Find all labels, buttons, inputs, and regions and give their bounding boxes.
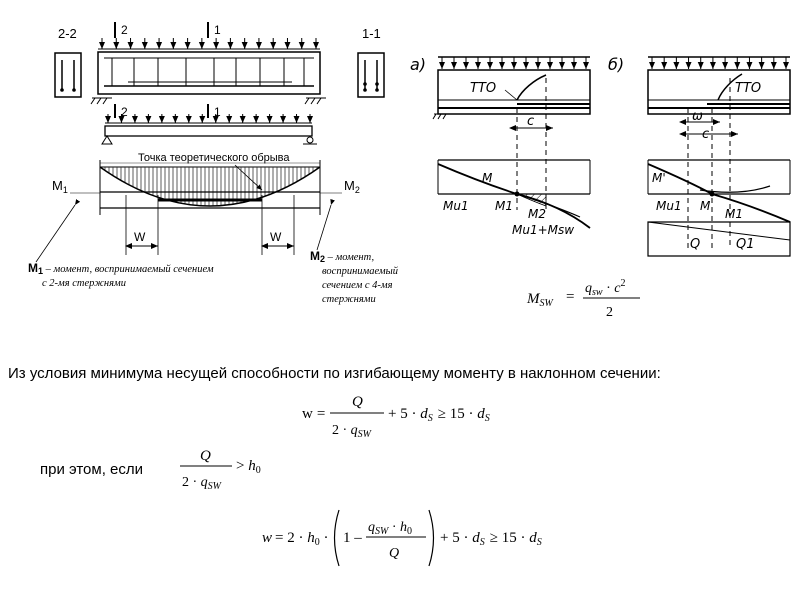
panel-b-m: M [700,199,711,213]
panel-b-m1: M1 [725,207,743,221]
if-text: при этом, если [40,461,143,478]
panel-b-q: Q [690,237,700,252]
svg-text:воспринимаемый: воспринимаемый [322,266,399,277]
svg-text:+ 5 · dS≥ 15 · dS: + 5 · dS≥ 15 · dS [440,530,542,548]
cross-section-1-1 [357,52,385,98]
formula-w1: w= Q 2 · qSW + 5 · dS≥ 15 · dS [302,394,490,440]
svg-text:1 –: 1 – [343,530,362,546]
svg-text:w= 2 · h0 ·: w= 2 · h0 · [262,530,328,548]
svg-text:+ 5 · dS≥ 15 · dS: + 5 · dS≥ 15 · dS [388,406,490,424]
left-beam-diagram: 2-2 1-1 2 1 2 1 [28,22,399,305]
svg-text:qSW · h0: qSW · h0 [368,520,412,537]
panel-a-tto: ТТО [470,81,496,96]
svg-text:M1 – момент, воспринимаемый се: M1 – момент, воспринимаемый сечением [28,261,214,276]
panel-a-tag: а) [410,55,426,74]
distributed-load-arrows [99,38,319,49]
section-2-2-label: 2-2 [58,26,77,41]
panel-a-sum: Mu1+Msw [512,223,574,237]
section-marks: 2 1 2 1 [114,22,221,119]
section-1-1-label: 1-1 [362,26,381,41]
panel-a-load-arrows [439,57,589,69]
svg-text:Q: Q [200,448,211,464]
moment-diagram: W W Точка теоретического обрыва M1 M2 [35,152,360,263]
svg-text:Q: Q [389,546,399,561]
svg-text:> h0: > h0 [236,458,261,476]
svg-text:2 · qSW: 2 · qSW [332,423,373,440]
inclined-section-diagram: а) ТТО c M Mu1 M1 [410,55,791,257]
panel-b-omega: ω [692,109,703,124]
panel-a-m: M [482,171,493,185]
panel-a-c: c [527,114,534,129]
svg-text:2 · qSW: 2 · qSW [182,475,223,492]
panel-b-mu1: Mu1 [656,199,682,213]
svg-text:=: = [566,289,574,305]
cross-section-2-2 [54,52,82,98]
panel-b: б) ТТО ω c M' Mu1 M [608,55,791,257]
m1-label: M1 [52,178,68,195]
formula-w2: w= 2 · h0 · 1 – qSW · h0 Q + 5 · dS≥ 15 … [262,509,542,567]
panel-a-m2: M2 [528,207,546,221]
w-right-label: W [270,230,282,244]
panel-a-mu1: Mu1 [443,199,469,213]
section-mark-2-top: 2 [121,23,128,37]
panel-b-c: c [702,127,709,142]
condition-text: Из условия минимума несущей способности … [8,365,661,382]
panel-b-tag: б) [608,55,624,74]
svg-text:сечением с 4-мя: сечением с 4-мя [322,280,393,291]
cutoff-point-label: Точка теоретического обрыва [138,152,290,164]
section-mark-1-bottom: 1 [214,105,221,119]
scheme-load-arrows [105,114,313,123]
section-mark-1-top: 1 [214,23,221,37]
svg-text:MSW: MSW [526,291,555,309]
panel-b-load-arrows [649,57,789,69]
panel-a: а) ТТО c M Mu1 M1 [410,55,591,237]
panel-b-m-prime: M' [652,171,666,185]
svg-text:стержнями: стержнями [322,294,376,305]
stirrups [111,58,305,86]
m1-caption: M1 – момент, воспринимаемый сечением с 2… [28,261,214,289]
beam-elevation [90,38,326,105]
svg-text:Q: Q [352,394,363,410]
svg-text:2: 2 [606,305,613,320]
section-mark-2-bottom: 2 [121,105,128,119]
beam-static-scheme [101,114,317,145]
svg-text:qsw · c2: qsw · c2 [585,278,625,298]
svg-text:w=: w= [302,406,325,422]
formula-if: Q 2 · qSW > h0 [180,448,261,492]
formula-msw: MSW = qsw · c2 2 [526,278,640,320]
panel-b-q1: Q1 [736,237,755,252]
svg-text:с 2-мя стержнями: с 2-мя стержнями [42,278,126,289]
m2-caption: M2 – момент, воспринимаемый сечением с 4… [310,249,399,305]
panel-a-m1: M1 [495,199,513,213]
panel-b-tto: ТТО [735,81,761,96]
w-left-label: W [134,230,146,244]
m2-label: M2 [344,178,360,195]
svg-text:M2 – момент,: M2 – момент, [310,249,374,264]
